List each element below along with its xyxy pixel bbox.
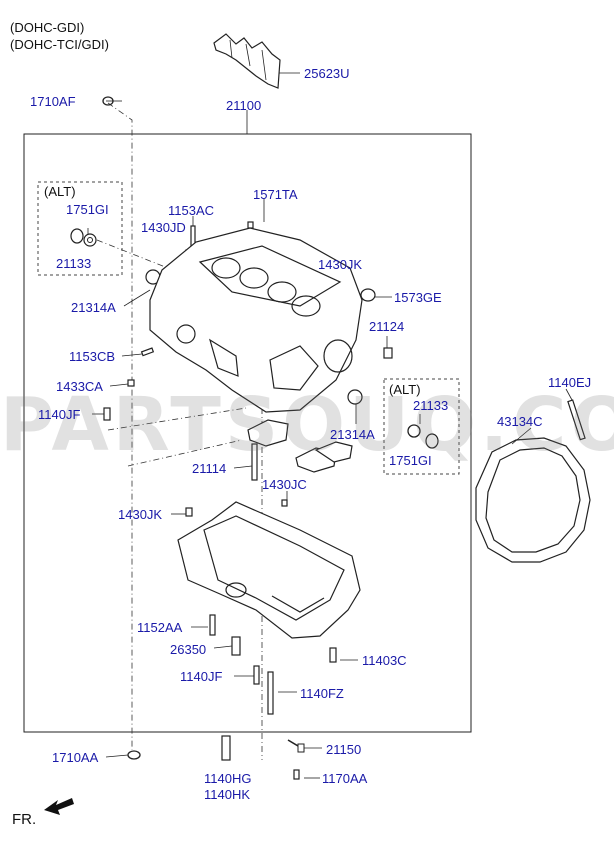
part-label-21133-right[interactable]: 21133 <box>413 398 449 413</box>
front-arrow-icon <box>44 798 74 815</box>
part-label-11403C[interactable]: 11403C <box>362 653 407 668</box>
part-label-1153AC[interactable]: 1153AC <box>168 203 215 218</box>
part-label-1140EJ[interactable]: 1140EJ <box>548 375 592 390</box>
part-label-1170AA[interactable]: 1170AA <box>322 771 368 786</box>
alt-label-left: (ALT) <box>44 184 76 199</box>
cylinder-block <box>149 227 363 413</box>
part-label-21114[interactable]: 21114 <box>192 461 227 476</box>
part-label-1710AF[interactable]: 1710AF <box>30 94 76 109</box>
part-label-1430JD[interactable]: 1430JD <box>141 220 186 235</box>
part-label-21150[interactable]: 21150 <box>326 742 362 757</box>
front-direction-label: FR. <box>12 811 37 828</box>
part-label-21314A-left[interactable]: 21314A <box>71 300 116 315</box>
part-label-43134C[interactable]: 43134C <box>497 414 543 429</box>
alt-label-right: (ALT) <box>389 382 421 397</box>
part-label-26350[interactable]: 26350 <box>170 642 207 657</box>
alt-box-right <box>383 378 460 475</box>
heat-shield-part <box>213 33 281 89</box>
alt-box-left <box>37 181 123 276</box>
part-label-1430JK-bottom[interactable]: 1430JK <box>118 507 163 522</box>
part-label-1140HG[interactable]: 1140HG <box>204 771 252 786</box>
part-label-1751GI-left[interactable]: 1751GI <box>66 202 109 217</box>
part-label-1710AA[interactable]: 1710AA <box>52 750 99 765</box>
part-label-1571TA[interactable]: 1571TA <box>253 187 298 202</box>
part-label-1140HK[interactable]: 1140HK <box>204 787 251 802</box>
part-label-1751GI-right[interactable]: 1751GI <box>389 453 432 468</box>
part-label-1573GE[interactable]: 1573GE <box>394 290 442 305</box>
part-label-1433CA[interactable]: 1433CA <box>56 379 103 394</box>
part-label-1140JF-top[interactable]: 1140JF <box>38 407 81 422</box>
part-label-21100[interactable]: 21100 <box>226 98 262 113</box>
engine-variant-1: (DOHC-GDI) <box>10 20 85 35</box>
o-ring-top <box>102 96 114 106</box>
lower-crankcase <box>177 501 361 639</box>
part-label-1153CB[interactable]: 1153CB <box>69 349 116 364</box>
part-label-1430JC[interactable]: 1430JC <box>262 477 307 492</box>
part-label-21314A-right[interactable]: 21314A <box>330 427 375 442</box>
o-ring-bottom <box>127 750 141 760</box>
part-label-21124[interactable]: 21124 <box>369 319 405 334</box>
part-label-1152AA[interactable]: 1152AA <box>137 620 183 635</box>
part-label-1140FZ[interactable]: 1140FZ <box>300 686 344 701</box>
part-label-1430JK-top[interactable]: 1430JK <box>318 257 363 272</box>
part-label-1140JF-bottom[interactable]: 1140JF <box>180 669 223 684</box>
part-label-25623U[interactable]: 25623U <box>304 66 350 81</box>
engine-variant-2: (DOHC-TCI/GDI) <box>10 37 109 52</box>
rear-gasket <box>475 437 591 563</box>
part-label-21133-left[interactable]: 21133 <box>56 256 92 271</box>
assembly-frame <box>23 133 472 733</box>
